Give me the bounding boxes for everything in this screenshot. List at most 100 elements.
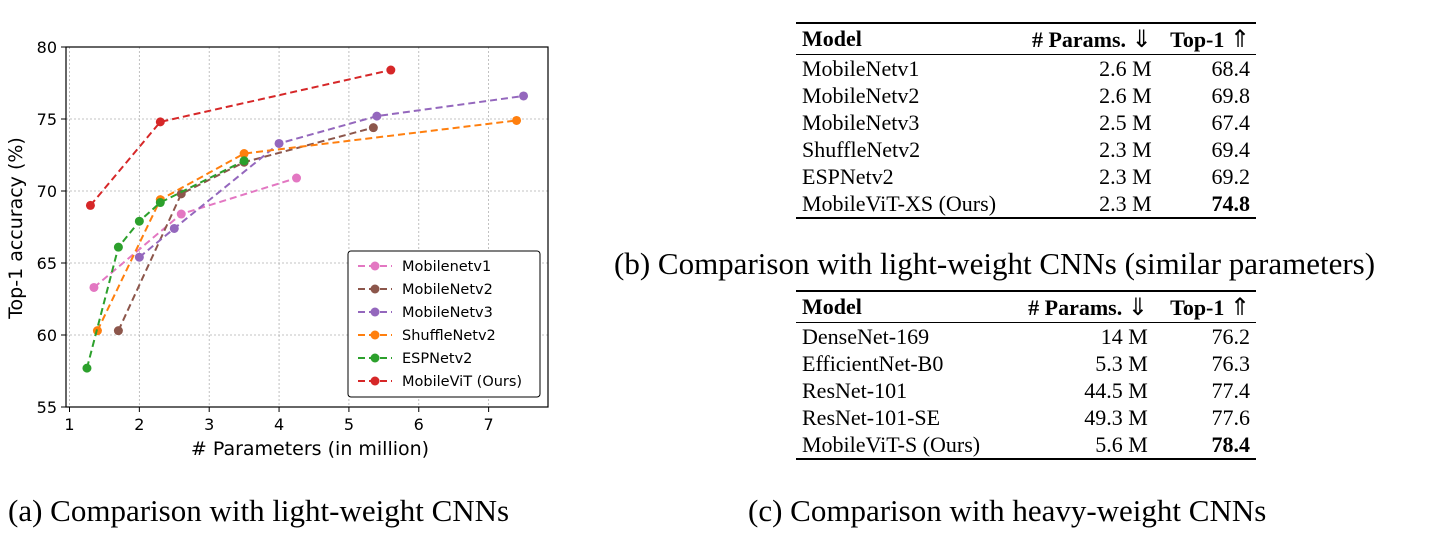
legend-entry: MobileNetv3 — [358, 305, 493, 321]
cell-top1: 74.8 — [1157, 190, 1256, 219]
data-point — [519, 91, 529, 101]
legend-marker — [370, 353, 380, 363]
legend-entry: Mobilenetv1 — [358, 259, 491, 275]
data-point — [113, 326, 123, 336]
y-tick-label: 80 — [37, 38, 57, 57]
cell-params: 5.6 M — [1007, 431, 1154, 460]
cell-top1: 76.2 — [1211, 323, 1251, 349]
data-point — [368, 123, 378, 133]
legend-label: Mobilenetv1 — [402, 259, 491, 275]
x-tick-label: 2 — [134, 415, 144, 434]
x-tick-label: 5 — [344, 415, 354, 434]
cell-model: EfficientNet-B0 — [802, 350, 944, 376]
cell-model: MobileViT-S (Ours) — [796, 431, 1008, 460]
legend-marker — [370, 261, 380, 271]
col-params-header: # Params. ⇓ — [1007, 290, 1154, 323]
series-line — [117, 126, 374, 332]
cell-model: MobileViT-XS (Ours) — [796, 190, 1017, 219]
table-row: MobileNetv3 2.5 M 67.4 — [796, 109, 1256, 136]
series-mobilenetv3 — [134, 91, 529, 262]
data-point — [274, 138, 284, 148]
chart-legend: Mobilenetv1MobileNetv2MobileNetv3Shuffle… — [347, 250, 541, 398]
data-point — [155, 117, 165, 127]
caption-b: (b) Comparison with light-weight CNNs (s… — [614, 246, 1376, 281]
x-tick-label: 4 — [274, 415, 284, 434]
cell-params: 2.3 M — [1099, 136, 1152, 162]
data-point — [386, 65, 396, 75]
data-point — [292, 173, 302, 183]
data-point — [372, 111, 382, 121]
table-row: DenseNet-169 14 M 76.2 — [796, 323, 1256, 351]
legend-entry: ESPNetv2 — [358, 351, 472, 367]
data-point — [169, 223, 179, 233]
data-point — [85, 200, 95, 210]
cell-top1: 67.4 — [1211, 109, 1251, 135]
col-model-header: Model — [796, 290, 1008, 323]
legend-label: ESPNetv2 — [402, 351, 472, 367]
data-point — [176, 209, 186, 219]
up-arrow-icon: ⇑ — [1229, 25, 1250, 53]
y-tick-label: 65 — [37, 254, 57, 273]
cell-params: 2.5 M — [1099, 109, 1152, 135]
legend-entry: MobileNetv2 — [358, 282, 493, 298]
chart-ticks: 1 2 3 4 5 6 7 55 60 65 70 75 80 — [37, 38, 494, 434]
x-tick-label: 7 — [484, 415, 494, 434]
data-point — [89, 282, 99, 292]
legend-marker — [370, 376, 380, 386]
x-tick-label: 6 — [414, 415, 424, 434]
table-row: ResNet-101 44.5 M 77.4 — [796, 377, 1256, 404]
chart-series — [82, 65, 529, 373]
cell-top1: 69.8 — [1211, 82, 1251, 108]
col-model-header: Model — [796, 22, 1017, 55]
chart-axes — [65, 46, 549, 408]
legend-label: MobileNetv3 — [402, 305, 493, 321]
down-arrow-icon: ⇓ — [1127, 293, 1148, 321]
series-mobilenetv1 — [89, 173, 302, 292]
y-tick-label: 60 — [37, 326, 57, 345]
data-point — [239, 156, 249, 166]
cell-model: MobileNetv1 — [802, 55, 920, 81]
cell-params: 14 M — [1100, 323, 1148, 349]
cell-params: 49.3 M — [1084, 404, 1148, 430]
cell-params: 44.5 M — [1084, 377, 1148, 403]
series-line — [96, 119, 517, 332]
table-row: ResNet-101-SE 49.3 M 77.6 — [796, 404, 1256, 431]
cell-top1: 77.6 — [1211, 404, 1251, 430]
accuracy-vs-params-chart: 1 2 3 4 5 6 7 55 60 65 70 75 80 # Parameters (in mil… — [5, 38, 549, 460]
x-axis-label: # Parameters (in million) — [191, 438, 429, 460]
cell-top1: 76.3 — [1211, 350, 1251, 376]
series-mobilevit-ours- — [85, 65, 396, 210]
caption-a: (a) Comparison with light-weight CNNs — [8, 493, 510, 528]
legend-label: MobileViT (Ours) — [402, 374, 522, 390]
y-tick-label: 70 — [37, 182, 57, 201]
cell-top1: 78.4 — [1153, 431, 1256, 460]
cell-model: ShuffleNetv2 — [802, 136, 921, 162]
caption-c: (c) Comparison with heavy-weight CNNs — [748, 493, 1267, 528]
cell-model: ResNet-101 — [802, 377, 908, 403]
down-arrow-icon: ⇓ — [1131, 25, 1152, 53]
cell-model: ResNet-101-SE — [802, 404, 941, 430]
cell-model: MobileNetv3 — [802, 109, 920, 135]
cell-top1: 77.4 — [1211, 377, 1251, 403]
col-params-header: # Params. ⇓ — [1016, 22, 1158, 55]
x-tick-label: 1 — [64, 415, 74, 434]
series-line — [93, 177, 297, 289]
y-tick-label: 75 — [37, 110, 57, 129]
cell-params: 5.3 M — [1095, 350, 1148, 376]
data-point — [134, 252, 144, 262]
y-tick-label: 55 — [37, 398, 57, 417]
x-tick-label: 3 — [204, 415, 214, 434]
cell-model: DenseNet-169 — [802, 323, 930, 349]
cell-top1: 69.2 — [1211, 163, 1251, 189]
y-axis-label: Top-1 accuracy (%) — [5, 137, 27, 320]
table-row: EfficientNet-B0 5.3 M 76.3 — [796, 350, 1256, 377]
data-point — [239, 149, 249, 159]
legend-label: MobileNetv2 — [402, 282, 493, 298]
data-point — [134, 216, 144, 226]
